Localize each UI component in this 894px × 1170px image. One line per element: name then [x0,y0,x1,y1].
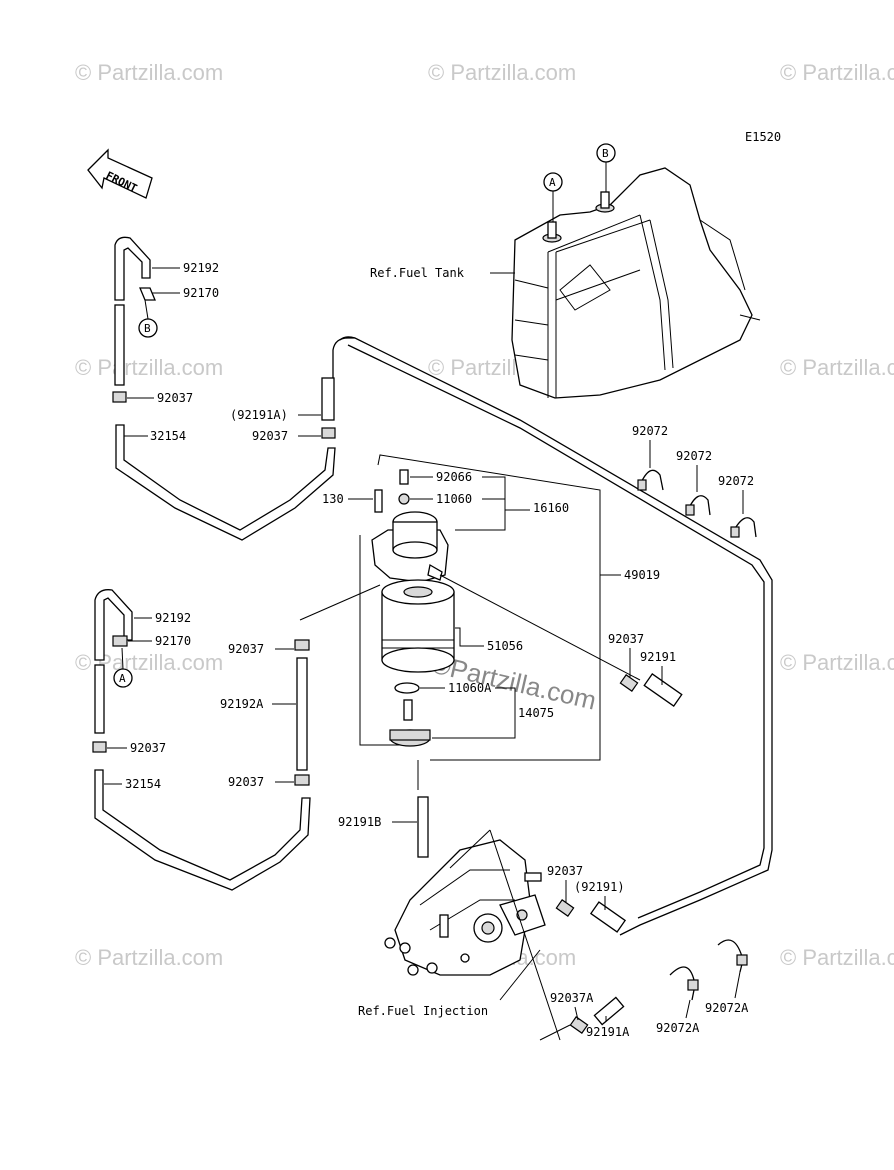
fuel-filter-assembly [371,469,455,747]
label-92037-pump: 92037 [547,864,583,878]
callout-b-tank: B [596,143,616,192]
label-92072-3: 92072 [718,474,754,488]
label-92170-low: 92170 [155,634,191,648]
label-130: 130 [322,492,344,506]
label-92066: 92066 [436,470,472,484]
label-92072a-left: 92072A [656,1021,700,1035]
label-92072a-right: 92072A [705,1001,749,1015]
watermark-8: © Partzilla.com [780,650,894,675]
label-92072-1: 92072 [632,424,668,438]
label-92191-paren: (92191) [574,880,625,894]
watermark-11: © Partzilla.com [780,945,894,970]
label-92192-low: 92192 [155,611,191,625]
label-32154-top: 32154 [150,429,186,443]
label-92037-low-left: 92037 [130,741,166,755]
upper-left-hose-assembly [112,236,355,541]
label-92037-mid-left: 92037 [228,642,264,656]
svg-text:A: A [119,672,126,685]
label-92191a-paren: (92191A) [230,408,288,422]
ref-fuel-tank-label: Ref.Fuel Tank [370,266,465,280]
mid-left-hose-assembly [92,589,311,891]
watermark-2: © Partzilla.com [428,60,576,85]
label-92192-top: 92192 [183,261,219,275]
pump-side-hoses [539,899,627,1041]
label-92037a: 92037A [550,991,594,1005]
label-11060: 11060 [436,492,472,506]
label-14075: 14075 [518,706,554,720]
fuel-line-49019 [339,336,773,936]
label-16160: 16160 [533,501,569,515]
label-92192a: 92192A [220,697,264,711]
label-92037-top-left: 92037 [157,391,193,405]
label-49019: 49019 [624,568,660,582]
hose-92191b [417,796,429,858]
label-92037-top-mid: 92037 [252,429,288,443]
label-92191-right: 92191 [640,650,676,664]
label-11060a: 11060A [448,681,492,695]
clamps-92072 [637,469,757,538]
watermark-6: © Partzilla.com [780,355,894,380]
watermark-4: © Partzilla.com [75,355,223,380]
label-92191a: 92191A [586,1025,630,1039]
callout-a-tank: A [543,172,563,222]
callout-b-left: B [138,299,158,338]
label-92037-low-mid: 92037 [228,775,264,789]
watermark-9: © Partzilla.com [75,945,223,970]
svg-text:B: B [602,147,609,160]
watermark-3: © Partzilla.com [780,60,894,85]
svg-text:A: A [549,176,556,189]
fuel-injection-pump-illustration [384,829,561,1041]
callout-a-left: A [113,647,133,688]
watermark-1: © Partzilla.com [75,60,223,85]
label-92191b: 92191B [338,815,381,829]
label-92072-2: 92072 [676,449,712,463]
label-32154-low: 32154 [125,777,161,791]
front-arrow-icon: FRONT [87,148,153,199]
ref-fuel-injection-label: Ref.Fuel Injection [358,1004,488,1018]
fuel-tank-illustration [511,167,761,399]
svg-text:B: B [144,322,151,335]
right-hose-92191 [619,673,683,707]
label-92170-top: 92170 [183,286,219,300]
label-51056: 51056 [487,639,523,653]
label-92037-right: 92037 [608,632,644,646]
diagram-code: E1520 [745,130,781,144]
clamps-92072a [669,939,748,1001]
part-labels: 92192 92170 92037 (92191A) 92037 32154 9… [104,261,754,1039]
